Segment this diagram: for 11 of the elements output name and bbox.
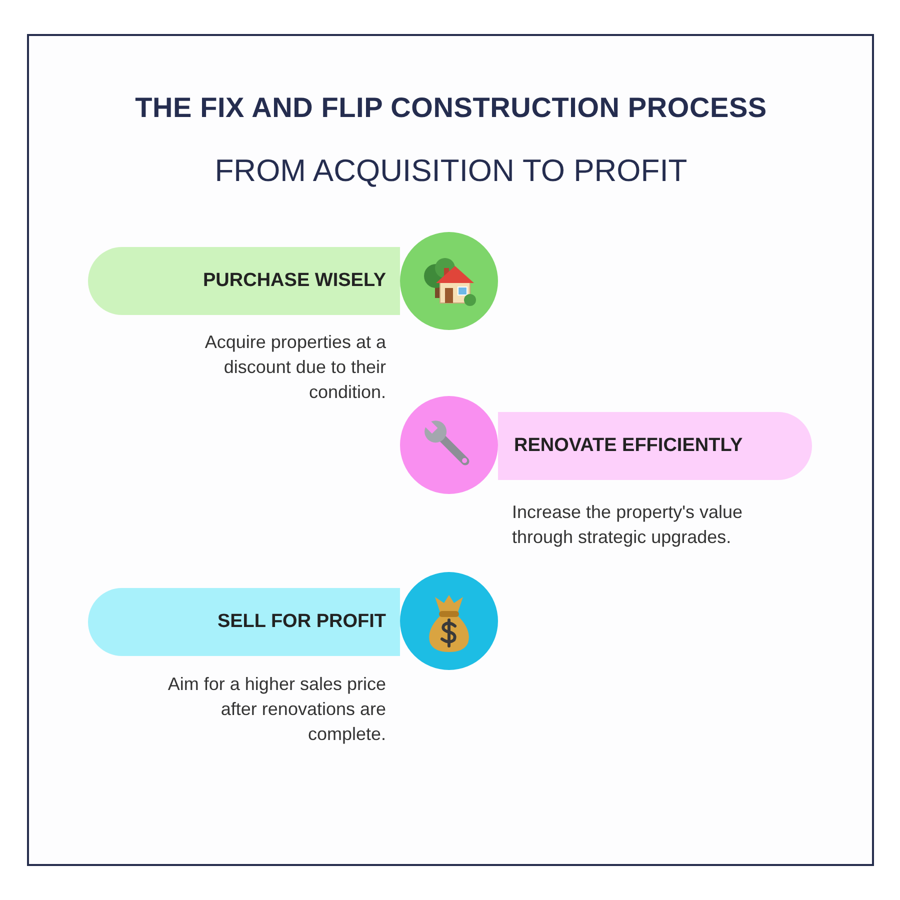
step-description: Increase the property's value through strategic upgrades. xyxy=(512,501,744,549)
step-description: Aim for a higher sales price after renovations are complete. xyxy=(166,673,386,746)
step-heading: PURCHASE WISELY xyxy=(203,270,386,292)
subtitle: FROM ACQUISITION TO PROFIT xyxy=(214,153,688,189)
step-heading: RENOVATE EFFICIENTLY xyxy=(514,435,743,457)
step-band xyxy=(88,588,400,656)
step-description: Acquire properties at a discount due to their condition. xyxy=(204,331,386,404)
step-band xyxy=(498,412,812,480)
step-band xyxy=(88,247,400,315)
title: THE FIX AND FLIP CONSTRUCTION PROCESS xyxy=(135,92,767,124)
step-heading: SELL FOR PROFIT xyxy=(217,611,386,633)
